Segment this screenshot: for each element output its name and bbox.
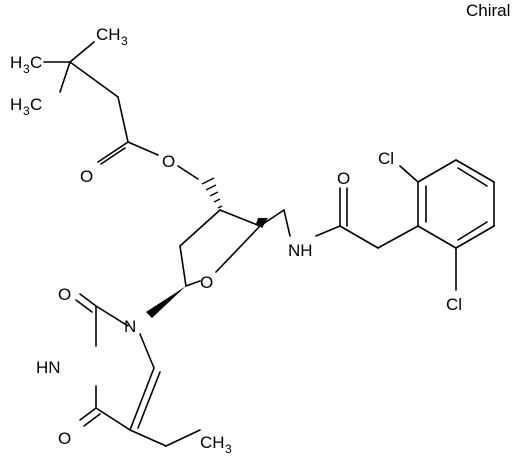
bond-C5-C6-a xyxy=(129,367,155,431)
chiral-label: Chiral xyxy=(466,1,510,20)
bond-carbonyl-CO-b xyxy=(100,147,126,165)
bond-C4-O-a xyxy=(79,407,97,421)
bond-Ar-inner-b xyxy=(457,167,488,187)
atom-ch3-bottom: CH xyxy=(200,433,225,452)
atom-h3c-left-h: H xyxy=(10,53,22,72)
bond-Oester-C3 xyxy=(177,165,199,180)
bond-C4-CH2 xyxy=(259,209,285,227)
bond-carbonyl-CO-a xyxy=(97,141,129,163)
atom-hn3: HN xyxy=(36,358,61,377)
bond-Ar6-Ar1 xyxy=(417,225,457,249)
atom-h3c-mid-c: C xyxy=(30,95,42,114)
atom-n1: N xyxy=(124,317,136,336)
bond-Ar2-Cltop xyxy=(399,165,419,183)
bond-quatC-CH2 xyxy=(69,61,119,98)
bond-Ar5-Ar6 xyxy=(455,225,495,249)
bond-C2-O-a xyxy=(79,293,97,307)
atom-ch3-bottom-sub: 3 xyxy=(225,442,232,456)
bond-CH2-carbonylC xyxy=(117,96,129,143)
atom-o-ester: O xyxy=(162,152,175,171)
bond-C5-CH2 xyxy=(129,429,167,447)
bond-C4-C5 xyxy=(95,407,131,431)
bond-NH-amideC xyxy=(315,225,341,237)
bond-C5-C6-b xyxy=(137,371,161,429)
atom-h3c-left-c: C xyxy=(30,53,42,72)
bond-amideC-CH2 xyxy=(339,225,379,249)
atom-o-c4: O xyxy=(58,429,71,448)
atom-h3c-left-sub: 3 xyxy=(23,62,30,76)
atom-h3c-mid-sub: 3 xyxy=(23,104,30,118)
wedge-C4-CH2 xyxy=(256,218,268,228)
bond-CH2-NH xyxy=(283,209,291,237)
bond-C4-O-b xyxy=(83,413,101,427)
atom-o-amide: O xyxy=(337,169,350,188)
bond-Oring-C4 xyxy=(215,225,261,273)
bond-Ar3-Ar4 xyxy=(455,159,495,183)
atom-o-ring: O xyxy=(200,273,213,292)
atom-cl-top: Cl xyxy=(378,149,394,168)
atom-o-carbonyl: O xyxy=(80,167,93,186)
bond-quatC-CH3-top xyxy=(69,41,95,63)
bond-CH2-ring xyxy=(377,225,419,249)
atom-ch3-top-sub: 3 xyxy=(121,34,128,48)
bond-C3-C2 xyxy=(179,209,221,247)
atom-nh: NH xyxy=(288,241,313,260)
bond-Ar2-Ar3 xyxy=(417,159,457,183)
bond-Ar-inner-c xyxy=(457,221,488,241)
atom-cl-bottom: Cl xyxy=(446,295,462,314)
bond-CH2-CH3 xyxy=(165,429,201,447)
atom-o-c2: O xyxy=(58,285,71,304)
bond-carbonylC-Oester xyxy=(127,141,159,156)
atom-h3c-mid-h: H xyxy=(10,95,22,114)
hashed-bond-C3-O xyxy=(201,177,223,209)
bond-C3-C4 xyxy=(219,209,261,227)
bond-C1-Oring xyxy=(185,280,201,287)
bond-C2-O-b xyxy=(75,299,93,313)
wedge-C1-N1 xyxy=(146,286,186,318)
atom-ch3-top: CH xyxy=(96,25,121,44)
bond-quatC-CH3-mid xyxy=(59,61,71,93)
bond-C2-C1 xyxy=(179,245,187,287)
bond-C6-N1 xyxy=(139,333,155,369)
bond-N1-C2 xyxy=(95,305,129,327)
